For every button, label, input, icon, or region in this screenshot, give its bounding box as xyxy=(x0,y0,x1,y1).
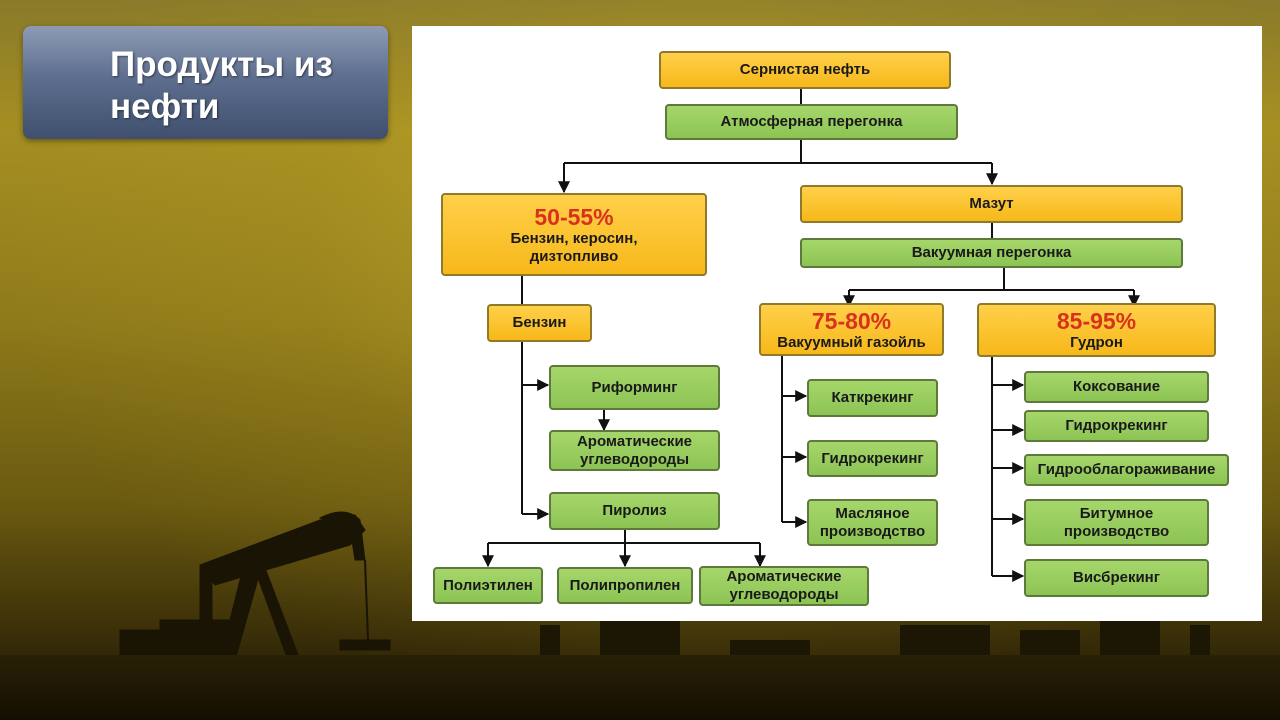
node-hydrotreating: Гидрооблагораживание xyxy=(1024,454,1229,486)
percent-gasoil: 75-80% xyxy=(811,307,892,334)
node-tar: 85-95% Гудрон xyxy=(977,303,1216,357)
diagram-panel: Сернистая нефть Атмосферная перегонка 50… xyxy=(412,26,1262,621)
label-tar: Гудрон xyxy=(1070,334,1123,351)
node-hydrocracking-1: Гидрокрекинг xyxy=(807,440,938,477)
connector-lines xyxy=(482,89,1140,582)
percent-light: 50-55% xyxy=(534,203,614,230)
node-benzin: Бензин xyxy=(487,304,592,342)
node-polyethylene: Полиэтилен xyxy=(433,567,543,604)
node-visbreaking: Висбрекинг xyxy=(1024,559,1209,597)
node-catcracking: Каткрекинг xyxy=(807,379,938,417)
slide-title: Продукты из нефти xyxy=(110,45,333,126)
percent-tar: 85-95% xyxy=(1056,308,1137,334)
node-root: Сернистая нефть xyxy=(659,51,951,89)
node-oil-production: Масляное производство xyxy=(807,499,938,546)
node-atmospheric-distillation: Атмосферная перегонка xyxy=(665,104,958,140)
node-mazut: Мазут xyxy=(800,185,1183,223)
node-bitumen: Битумное производство xyxy=(1024,499,1209,546)
node-pyrolysis: Пиролиз xyxy=(549,492,720,530)
node-light-fractions: 50-55% Бензин, керосин, дизтопливо xyxy=(441,193,707,276)
node-vacuum-gasoil: 75-80% Вакуумный газойль xyxy=(759,303,944,356)
ground xyxy=(0,655,1280,720)
node-coking: Коксование xyxy=(1024,371,1209,403)
title-box xyxy=(23,26,388,139)
label-light: Бензин, керосин, дизтопливо xyxy=(510,229,638,265)
node-polypropylene: Полипропилен xyxy=(557,567,693,604)
node-reforming: Риформинг xyxy=(549,365,720,410)
node-hydrocracking-2: Гидрокрекинг xyxy=(1024,410,1209,442)
node-vacuum-distillation: Вакуумная перегонка xyxy=(800,238,1183,268)
node-aromatic-1: Ароматические углеводороды xyxy=(549,430,720,471)
node-aromatic-2: Ароматические углеводороды xyxy=(699,566,869,606)
label-gasoil: Вакуумный газойль xyxy=(777,333,926,351)
